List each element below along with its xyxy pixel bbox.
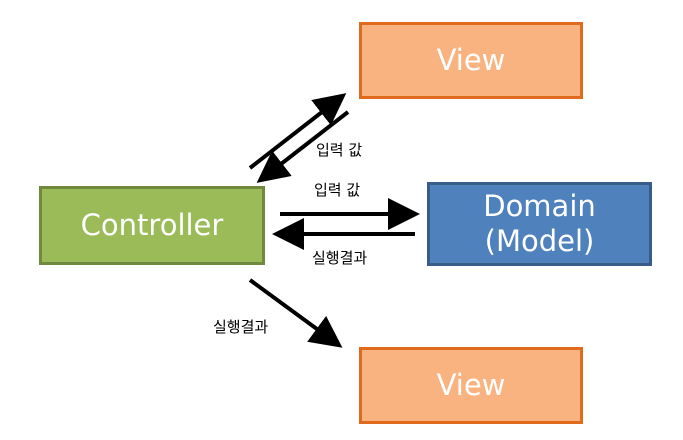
result-to-view-label: 실행결과 — [213, 318, 269, 336]
arrow-view-top-to-controller — [256, 110, 350, 183]
view-bottom-box: View — [359, 347, 583, 424]
view-bottom-label: View — [436, 368, 506, 403]
arrow-controller-to-view-bottom — [248, 278, 343, 348]
domain-model-box: Domain (Model) — [427, 182, 652, 266]
input-value-to-domain-label: 입력 값 — [314, 181, 361, 199]
view-top-box: View — [359, 22, 583, 99]
view-top-label: View — [436, 43, 506, 78]
controller-box: Controller — [39, 186, 265, 265]
controller-label: Controller — [80, 208, 224, 243]
model-label: (Model) — [484, 224, 595, 258]
domain-label: Domain — [483, 189, 596, 224]
input-value-to-view-label: 입력 값 — [316, 141, 363, 159]
result-from-domain-label: 실행결과 — [312, 249, 368, 267]
